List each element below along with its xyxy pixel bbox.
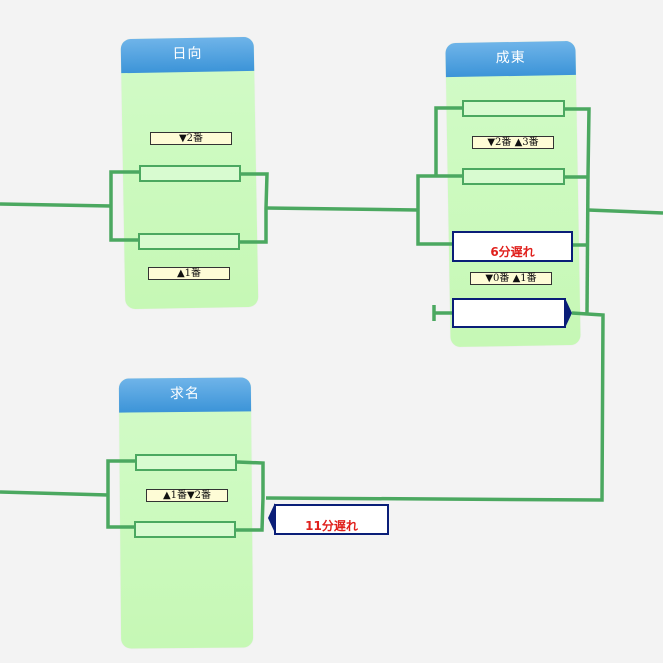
delay-text: 6分遅れ: [490, 245, 535, 259]
platform-gumyo-2: [134, 521, 236, 538]
platform-narutou-2: [462, 168, 565, 185]
platform-hyuga-1: [139, 165, 241, 182]
track-label-gumyo: ▲1番▼2番: [146, 489, 228, 502]
train-ontime[interactable]: [452, 298, 566, 328]
track-label-hyuga-up: ▲1番: [148, 267, 230, 280]
platform-narutou-1: [462, 100, 565, 117]
track-label-narutou-lower: ▼0番 ▲1番: [470, 272, 552, 285]
track-label-hyuga-down: ▼2番: [150, 132, 232, 145]
platform-gumyo-1: [135, 454, 237, 471]
platform-hyuga-2: [138, 233, 240, 250]
train-6min-delay[interactable]: 6分遅れ: [452, 231, 573, 262]
track-label-narutou-upper: ▼2番 ▲3番: [472, 136, 554, 149]
direction-arrow-right-icon: [565, 298, 572, 328]
delay-text: 11分遅れ: [305, 519, 358, 533]
train-11min-delay[interactable]: 11分遅れ: [274, 504, 389, 535]
direction-arrow-left-icon: [268, 503, 275, 533]
